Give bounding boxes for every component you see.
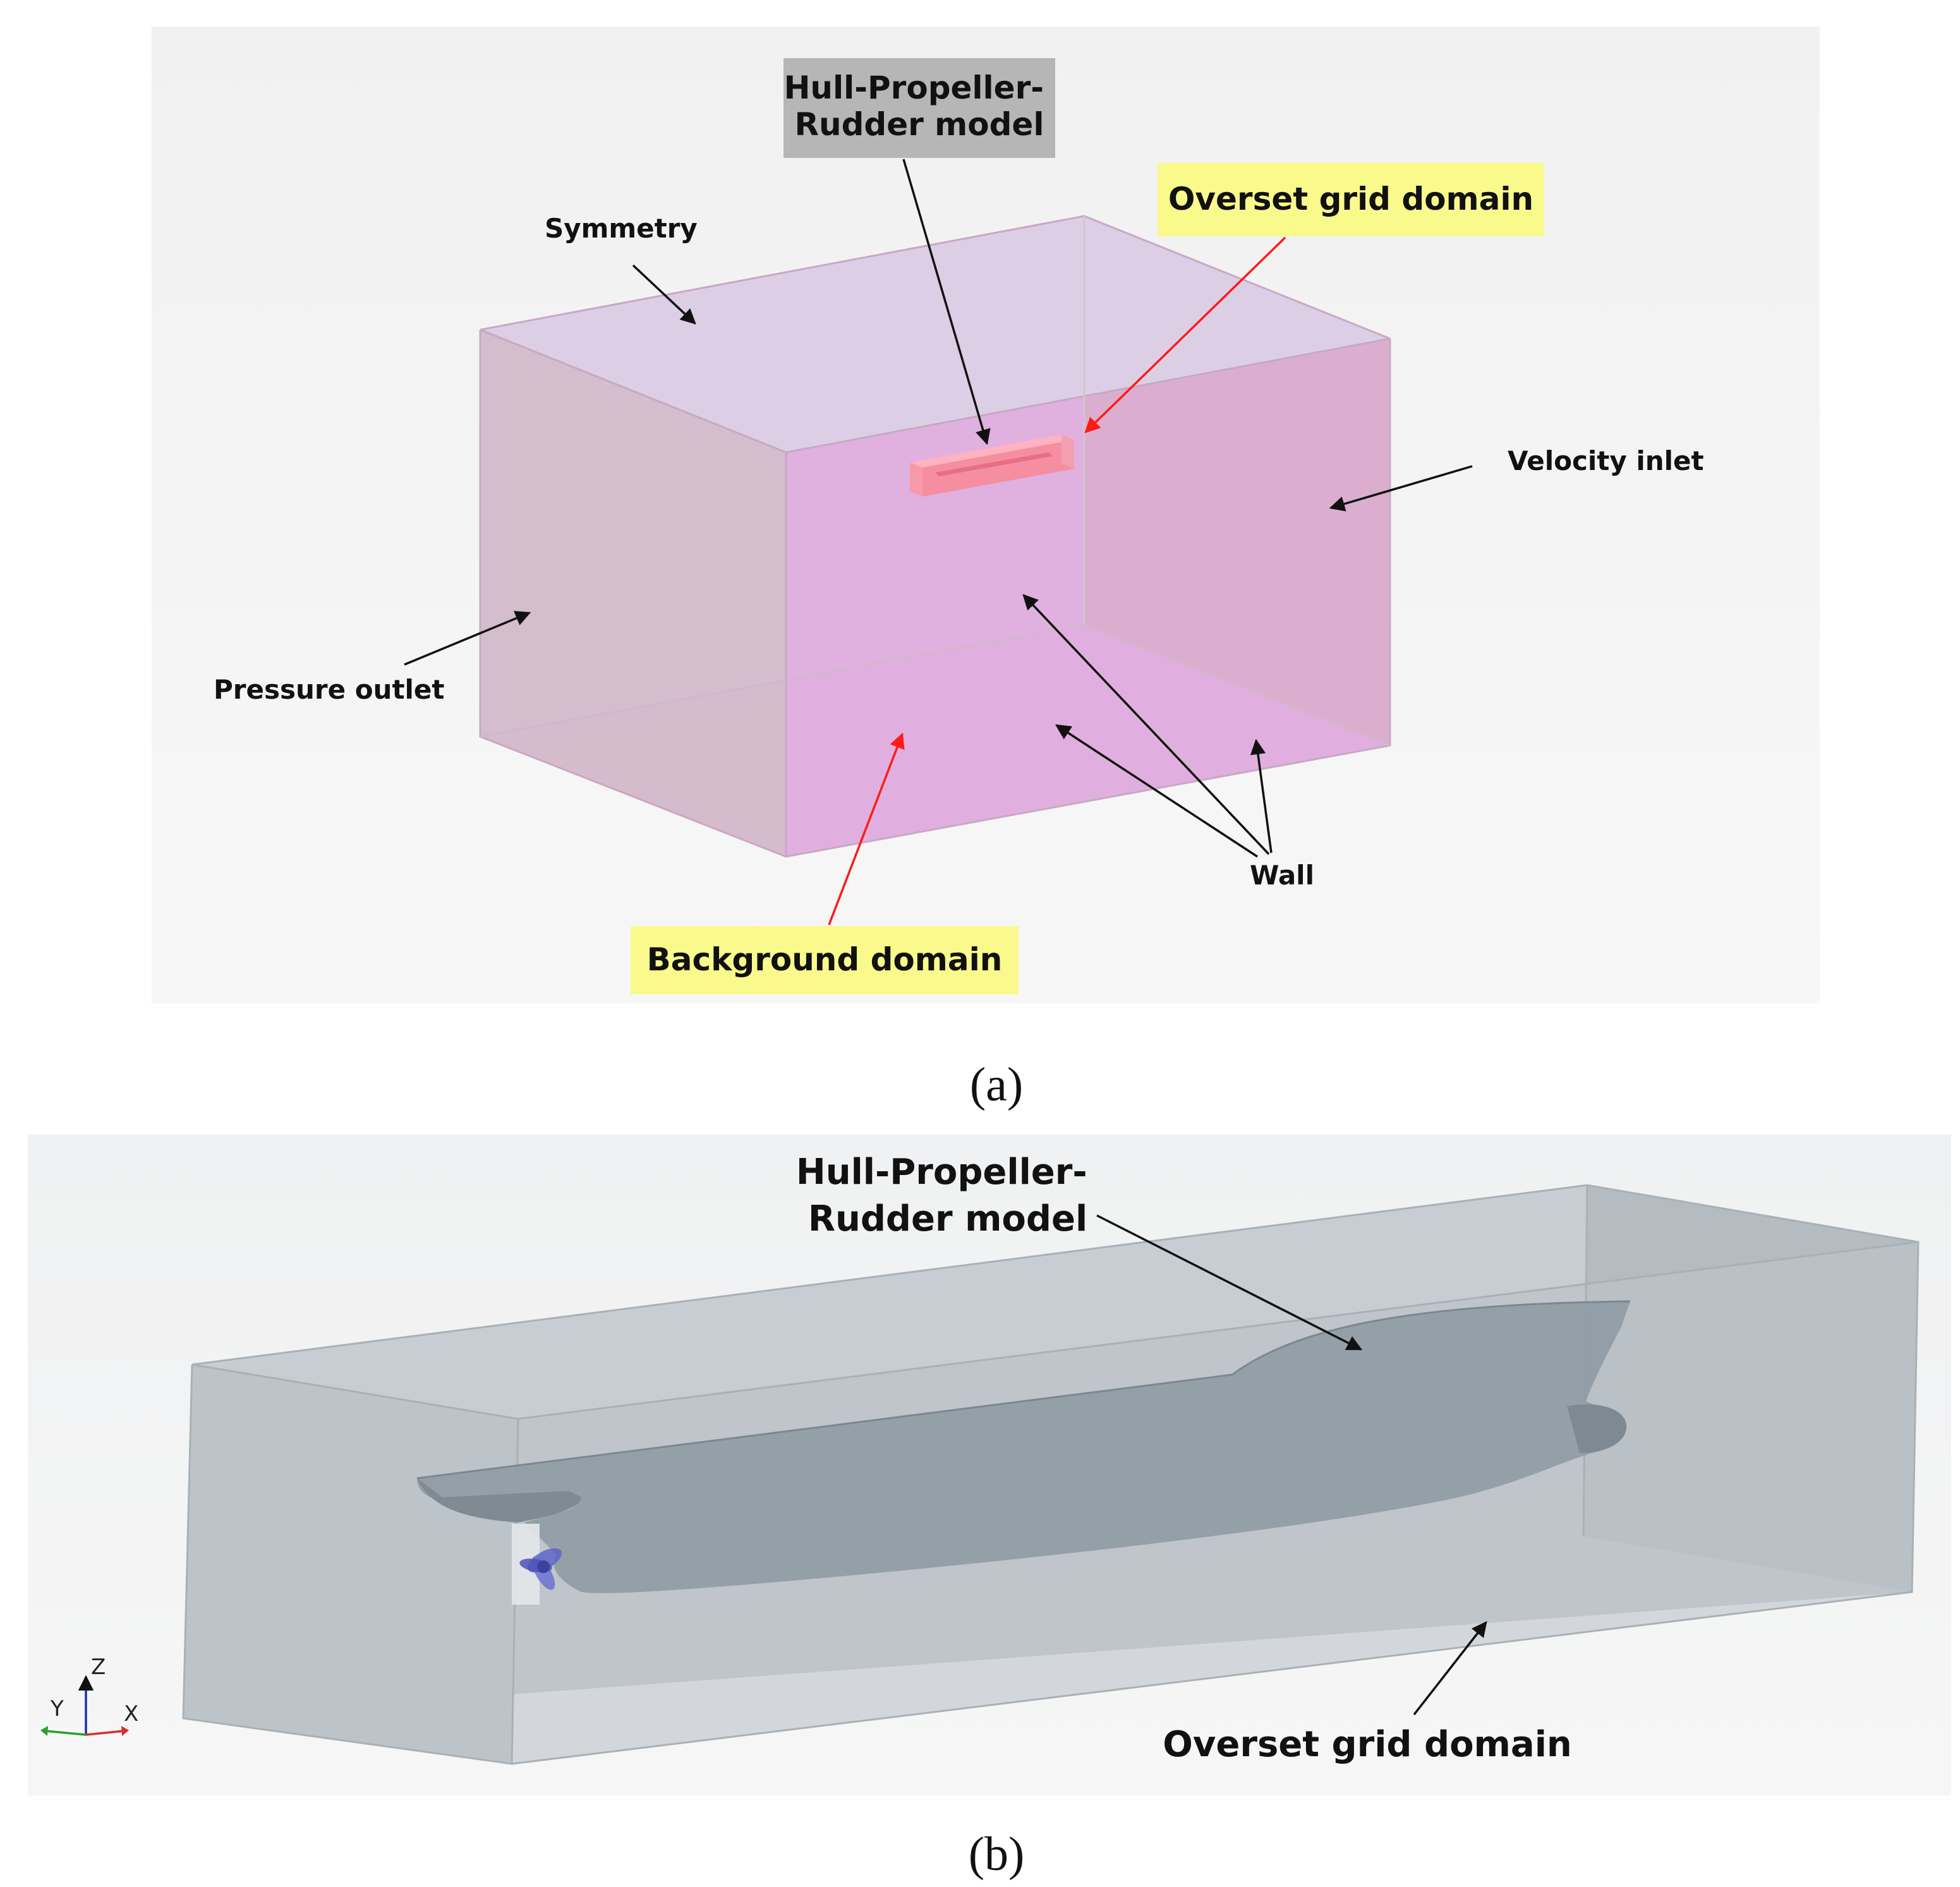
axis-y-label: Y	[50, 1696, 64, 1721]
pressure-outlet-face	[480, 330, 786, 857]
axis-x-label: X	[124, 1701, 138, 1727]
hull-model-callout-line1: Hull-Propeller-	[784, 69, 1044, 106]
overset-top-face	[192, 1185, 1918, 1419]
ship-bow-bulb	[1567, 1404, 1627, 1453]
wall-label: Wall	[1250, 860, 1314, 891]
axis-y	[45, 1730, 87, 1736]
wall-arrow-bottom	[1055, 724, 1258, 858]
background-arrow	[828, 732, 905, 925]
propeller-icon	[512, 1524, 562, 1605]
overset-callout-box	[1158, 163, 1544, 236]
velocity-inlet-face	[1084, 339, 1390, 745]
overset-arrow-b	[1413, 1621, 1487, 1716]
panel-a: Hull-Propeller- Rudder model Overset gri…	[152, 27, 1820, 1111]
pressure-outlet-label: Pressure outlet	[214, 674, 445, 705]
axis-x	[85, 1730, 124, 1736]
overset-left-face	[183, 1365, 518, 1764]
ship-hull	[417, 1301, 1630, 1593]
ship-stern	[417, 1478, 581, 1522]
wall-arrow-front	[1022, 594, 1270, 855]
box-edges	[479, 215, 1391, 858]
ship-deck-line	[416, 1300, 1631, 1480]
velocity-inlet-label: Velocity inlet	[1508, 445, 1704, 476]
wall-arrow-back	[1250, 739, 1273, 853]
velocity-inlet-arrow	[1329, 465, 1473, 512]
panel-b: Hull-Propeller- Rudder model Overset gri…	[28, 1135, 1951, 1881]
background-callout: Background domain	[647, 941, 1003, 978]
panel-b-label: (b)	[969, 1828, 1025, 1881]
axis-z-label: Z	[91, 1655, 106, 1680]
background-callout-box	[631, 926, 1019, 994]
hull-model-callout-line2: Rudder model	[795, 106, 1044, 143]
symmetry-face	[480, 216, 1390, 452]
hull-model-arrow-b	[1096, 1214, 1363, 1351]
overset-callout: Overset grid domain	[1168, 181, 1534, 217]
symmetry-arrow	[632, 264, 696, 325]
overset-block	[910, 435, 1074, 497]
hull-model-callout-b-line2: Rudder model	[808, 1198, 1087, 1239]
overset-callout-b: Overset grid domain	[1163, 1724, 1572, 1765]
pressure-outlet-arrow	[404, 611, 531, 666]
panel-a-label: (a)	[970, 1058, 1023, 1111]
hull-model-callout-b-line1: Hull-Propeller-	[796, 1152, 1087, 1193]
hull-model-callout: Hull-Propeller- Rudder model	[784, 69, 1055, 143]
overset-arrow	[1084, 236, 1286, 433]
hull-model-callout-box	[783, 58, 1055, 158]
hull-model-arrow	[902, 159, 991, 445]
symmetry-label: Symmetry	[545, 213, 698, 244]
axes-triad: Z Y X	[40, 1655, 138, 1736]
hull-model-callout-b: Hull-Propeller- Rudder model	[796, 1152, 1099, 1239]
